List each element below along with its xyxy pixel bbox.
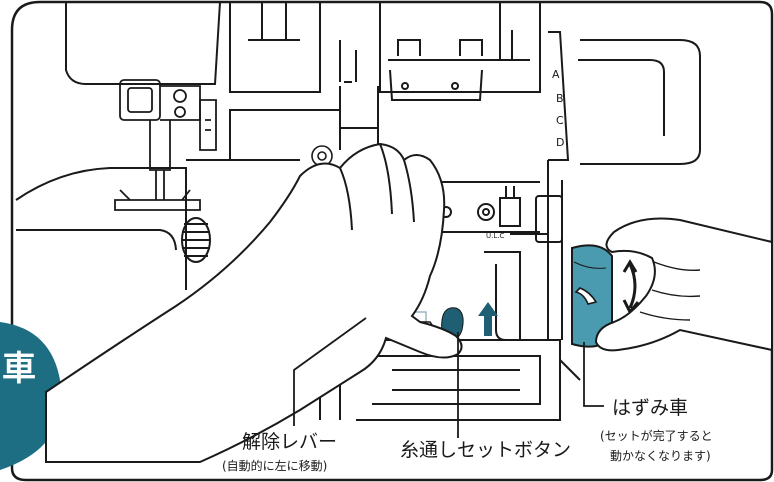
handwheel-note-line2: 動かなくなります) bbox=[610, 449, 711, 463]
release-lever-label: 解除レバー bbox=[242, 431, 337, 453]
dial-mark-d: D bbox=[556, 136, 564, 149]
machine-top bbox=[66, 2, 540, 100]
needle-assembly bbox=[115, 80, 216, 210]
dial-mark-a: A bbox=[552, 68, 560, 81]
side-badge-char: 車 bbox=[2, 349, 36, 389]
left-hand bbox=[46, 144, 462, 462]
handwheel-leader bbox=[584, 342, 604, 406]
right-hand bbox=[596, 219, 772, 351]
handwheel-label: はずみ車 bbox=[612, 397, 688, 419]
rotation-arrow bbox=[624, 262, 638, 312]
side-knob bbox=[182, 218, 210, 262]
handwheel-note-line1: (セットが完了すると bbox=[600, 428, 713, 443]
release-lever-note: (自動的に左に移動) bbox=[222, 458, 327, 473]
dial-mark-c: C bbox=[556, 114, 564, 127]
dial-mark-b: B bbox=[556, 92, 564, 105]
threader-button-label: 糸通しセットボタン bbox=[400, 439, 571, 461]
ulc-mark: U.L.C bbox=[486, 232, 504, 240]
threader-mechanism bbox=[484, 234, 548, 340]
